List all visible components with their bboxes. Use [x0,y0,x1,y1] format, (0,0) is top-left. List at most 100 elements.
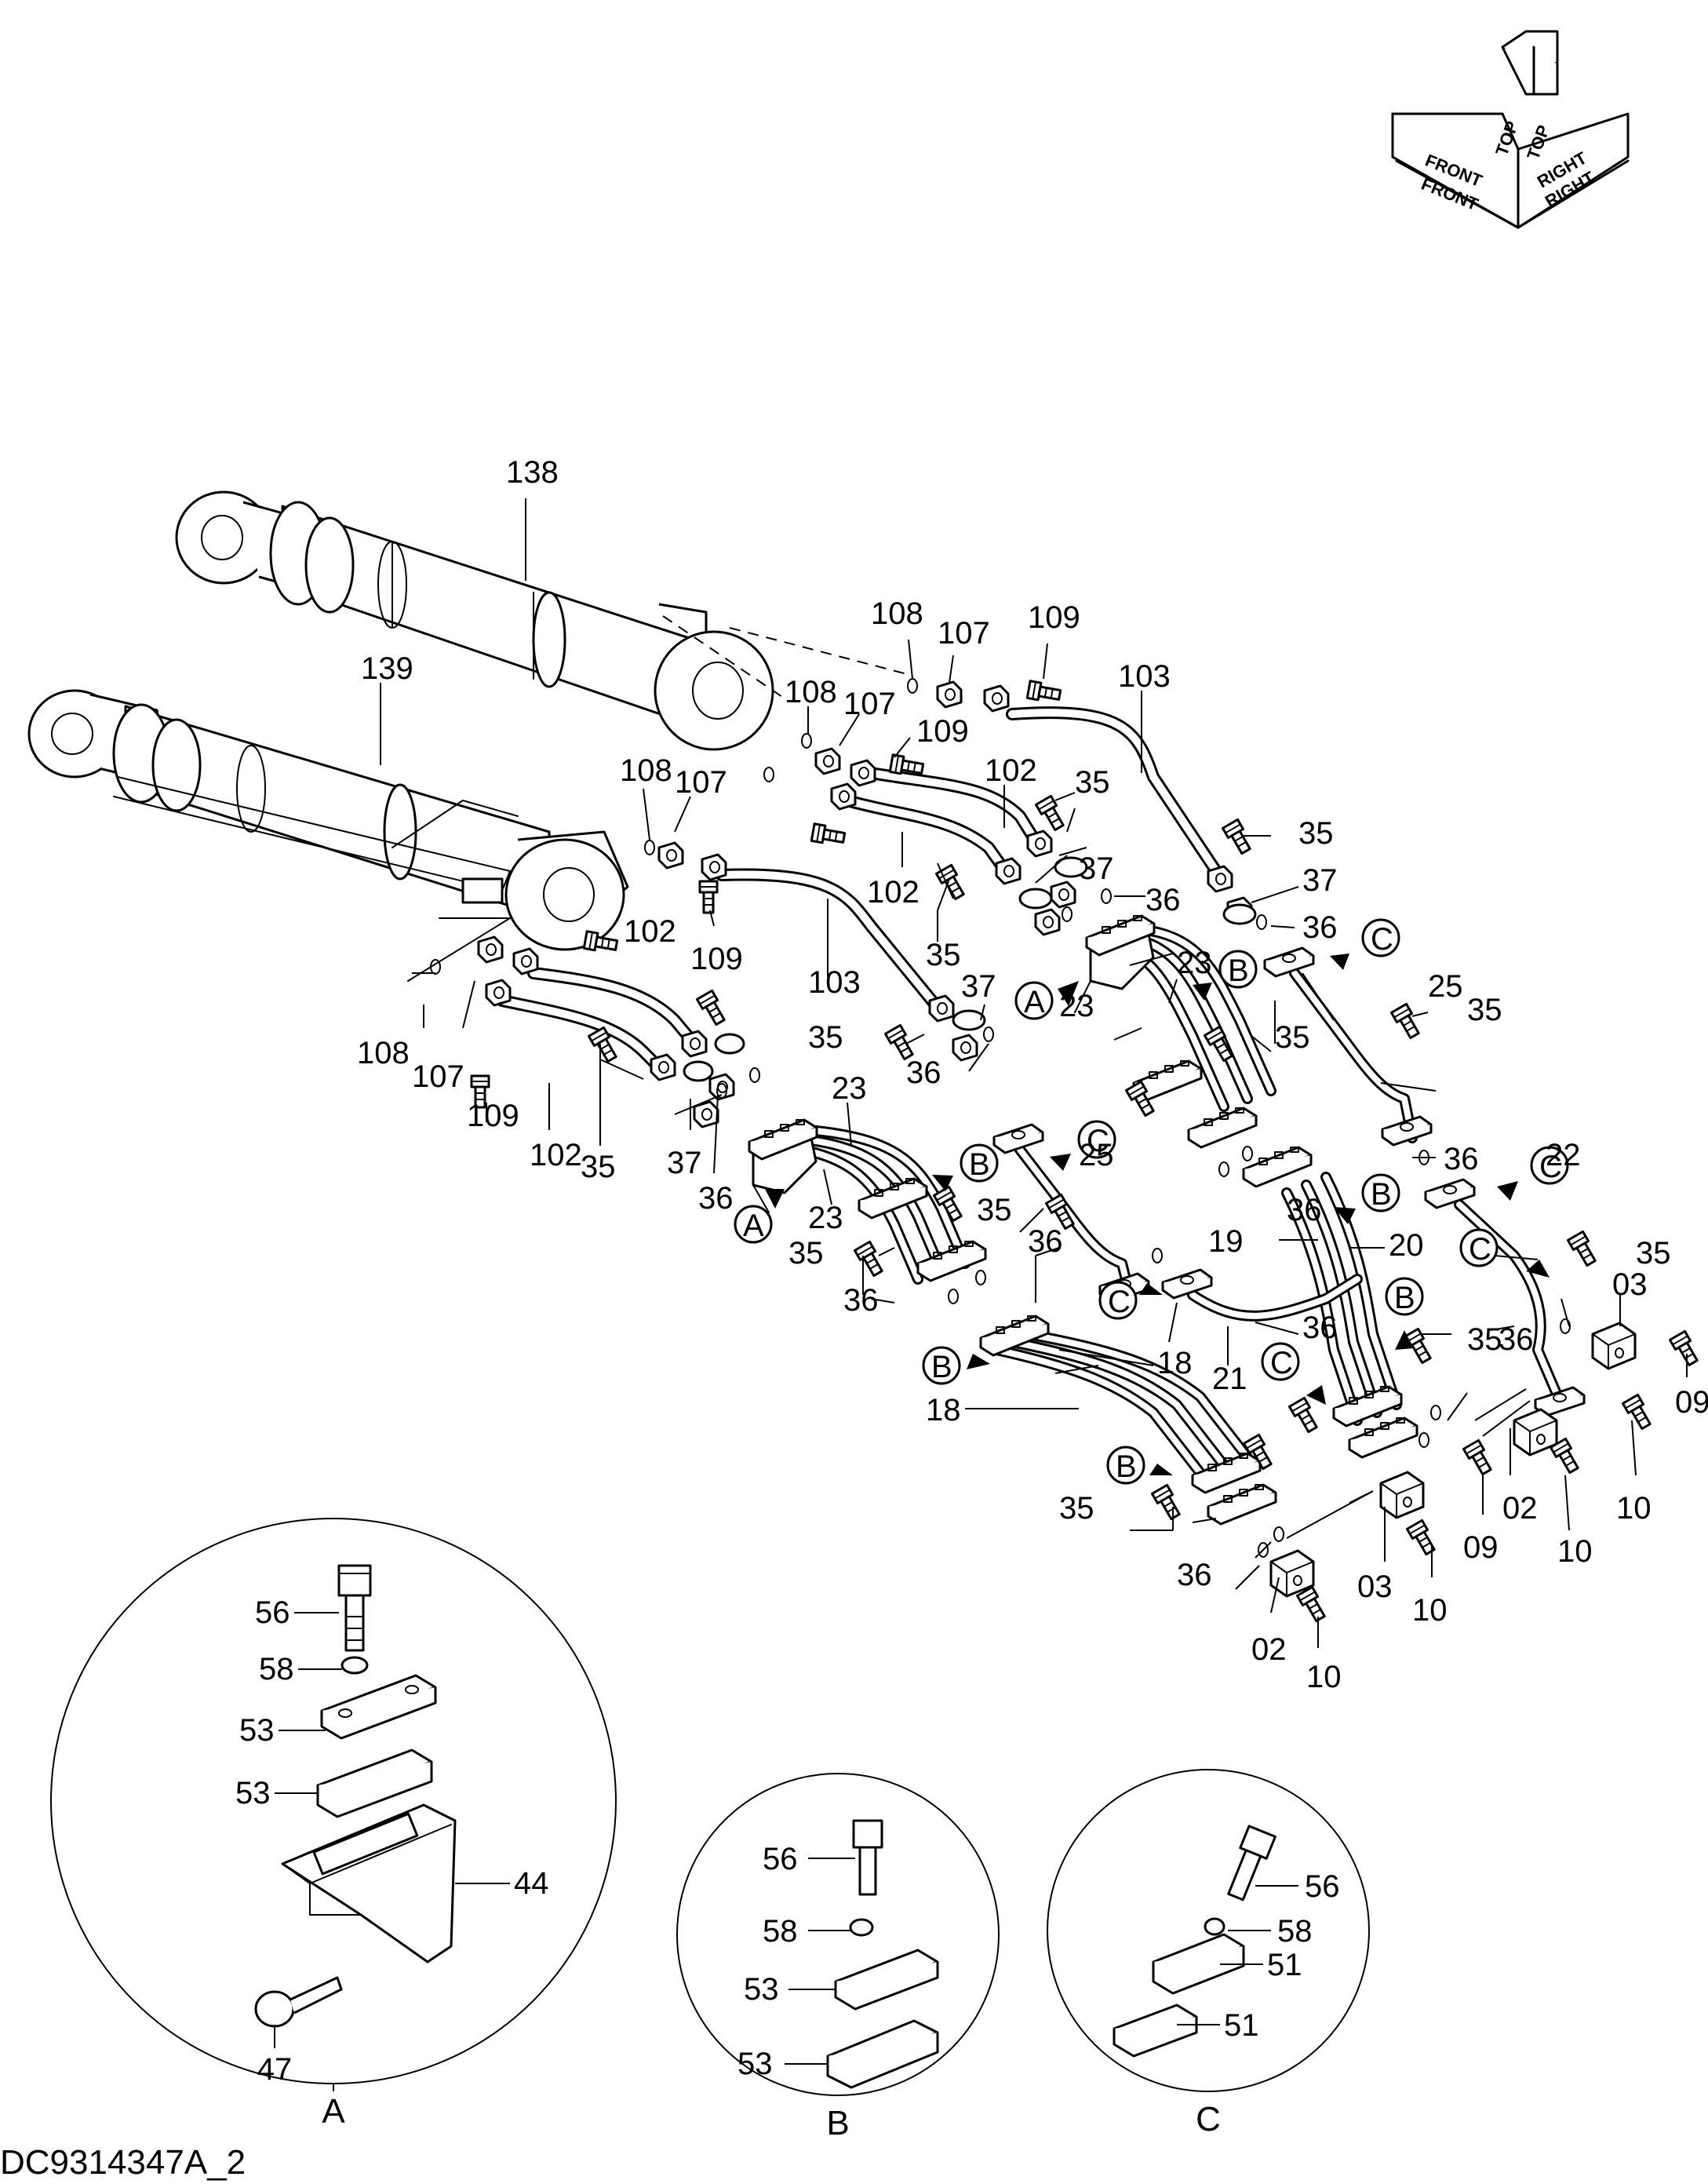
detail-c-title: C [1196,2100,1221,2138]
label-102d: 102 [530,1138,582,1172]
detail-a-bracket-44 [281,1803,457,1963]
pipe-19-20 [1281,1172,1402,1426]
label-23a: 23 [1177,946,1212,980]
detail-b-label-53a: 53 [744,1972,779,2007]
label-109a: 109 [1028,600,1080,635]
label-37c: 37 [961,969,996,1004]
cylinder-139 [27,689,629,982]
detail-a-label-47: 47 [257,2052,293,2087]
label-35f: 35 [1275,1020,1310,1055]
label-138: 138 [506,455,559,490]
label-02a: 02 [1502,1491,1538,1526]
detail-c-clamp-51-upper [1152,1933,1245,1995]
callout-c-1: C [1371,922,1393,957]
label-37d: 37 [667,1146,702,1180]
callout-b-1: B [1228,953,1249,988]
label-23d: 23 [808,1201,843,1235]
label-36a: 36 [1145,883,1181,917]
label-23c: 23 [832,1071,867,1106]
callout-a-2: A [743,1209,764,1243]
label-35k: 35 [1467,1322,1502,1357]
detail-a-label-56: 56 [255,1595,290,1630]
label-35d: 35 [1467,993,1502,1027]
detail-b-label-58: 58 [763,1914,798,1949]
label-109b: 109 [916,714,969,749]
detail-a-bolt-56 [337,1564,372,1652]
detail-c-label-51b: 51 [1224,2008,1259,2043]
detail-a-washer-58 [341,1656,369,1675]
label-35a: 35 [1075,765,1110,800]
detail-a-bolt-47 [254,1976,343,2028]
seal-washers [683,856,1257,1082]
label-102b: 102 [867,875,920,910]
label-102c: 102 [624,914,676,949]
label-35i: 35 [788,1236,824,1271]
cylinder-138 [175,490,911,751]
detail-a: 56 58 53 53 44 47 A [50,1518,617,2131]
pipe-18 [991,1329,1261,1489]
detail-a-title: A [322,2092,345,2131]
label-25a: 25 [1428,969,1463,1004]
detail-b-clamp-53-lower [826,2019,939,2089]
detail-a-label-53a: 53 [239,1713,275,1748]
diagram-id: DC9314347A_2 [0,2143,246,2182]
hose-103-lower [716,868,948,1019]
label-36g: 36 [1287,1193,1322,1227]
detail-c-clamp-51-lower [1113,2004,1198,2058]
hose-102-upper [841,767,1046,881]
detail-b-label-56: 56 [763,1842,798,1876]
callout-b-4: B [1394,1281,1415,1315]
label-139: 139 [361,651,413,686]
label-108a: 108 [871,596,923,631]
detail-c-bolt-56 [1227,1825,1276,1901]
bracket-a-lower [748,1118,818,1213]
callout-b-3: B [969,1147,990,1182]
pipe-25-upper [1289,968,1418,1143]
orientation-compass: FRONT FRONT TOP TOP RIGHT RIGHT [1391,30,1630,229]
leader-lines [380,498,1688,1648]
detail-c: 56 58 51 51 C [1047,1769,1370,2138]
label-36i: 36 [843,1283,879,1318]
pipe-22 [1454,1199,1567,1410]
label-36f: 36 [1302,1311,1338,1345]
label-35h: 35 [977,1193,1012,1227]
detail-a-label-58: 58 [259,1652,294,1686]
label-35c: 35 [926,938,961,972]
detail-a-label-53b: 53 [235,1776,271,1810]
label-35e: 35 [808,1020,843,1055]
label-35b: 35 [1298,816,1334,851]
callout-c-5: C [1108,1285,1131,1319]
label-18a: 18 [1157,1346,1193,1380]
label-36e: 36 [1444,1142,1479,1176]
label-22: 22 [1546,1138,1581,1172]
label-20: 20 [1389,1228,1424,1263]
detail-c-label-56: 56 [1305,1869,1340,1904]
label-35j: 35 [1636,1236,1671,1271]
callouts-c: C C C C C C [1050,918,1569,1405]
label-10b: 10 [1557,1534,1593,1569]
label-109c: 109 [690,942,743,976]
label-109d: 109 [467,1099,519,1133]
label-25b: 25 [1079,1138,1114,1172]
label-36b: 36 [1302,910,1338,945]
label-107c: 107 [675,765,727,800]
detail-b-title: B [826,2104,849,2142]
detail-c-washer-58 [1204,1917,1225,1936]
callout-a-1: A [1024,985,1045,1019]
detail-b-washer-58 [849,1918,874,1937]
label-108c: 108 [620,753,672,788]
label-35g: 35 [581,1150,616,1184]
callout-b-5: B [931,1350,952,1384]
detail-a-label-44: 44 [514,1866,549,1901]
label-35l: 35 [1059,1491,1094,1526]
part-labels: 138 139 108 107 109 103 108 107 109 102 … [357,455,1708,1694]
callout-b-2: B [1371,1177,1392,1212]
pipe-21 [1187,1274,1363,1322]
detail-b-label-53b: 53 [737,2047,773,2081]
label-103a: 103 [1118,659,1171,694]
label-09b: 09 [1463,1530,1499,1565]
label-19: 19 [1208,1224,1244,1259]
detail-a-clamp-53-lower [316,1748,433,1818]
callout-c-2: C [1539,1150,1562,1184]
callout-c-6: C [1270,1346,1293,1380]
